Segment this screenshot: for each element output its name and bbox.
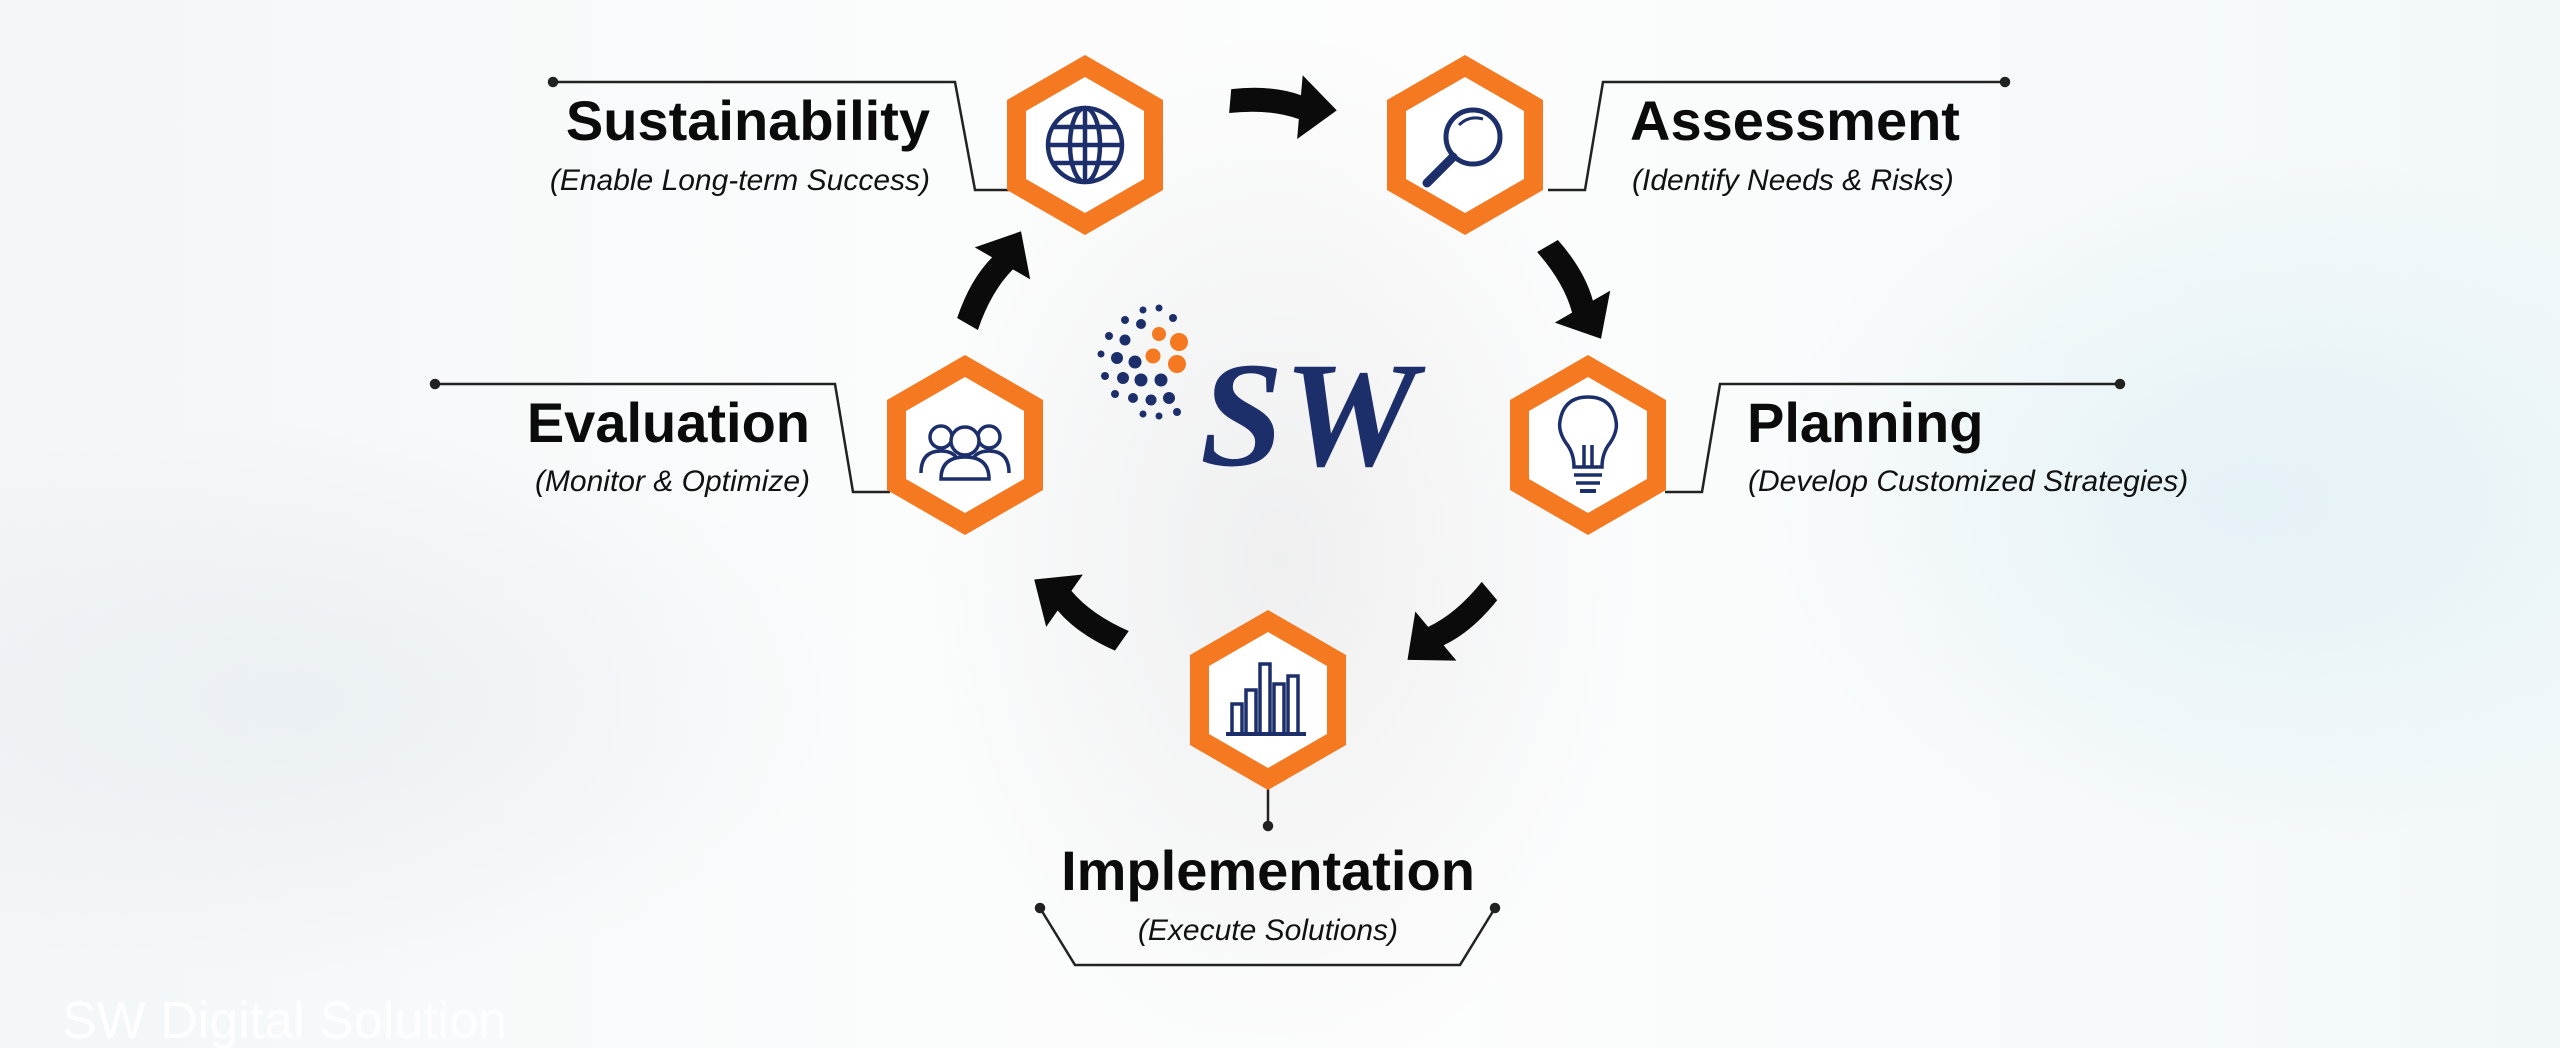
connector-dot-sustainability (547, 76, 559, 88)
label-implementation: Implementation (Execute Solutions) (1061, 839, 1475, 947)
connector-dot-assessment (1999, 76, 2011, 88)
logo-dots-icon (1097, 304, 1188, 420)
stage-subtitle-implementation: (Execute Solutions) (1138, 914, 1398, 947)
connector-implementation-bracket (1038, 907, 1497, 967)
connector-evaluation (435, 382, 890, 494)
hexagon-planning (1510, 355, 1666, 535)
hexagon-evaluation (887, 355, 1043, 535)
connector-dot-planning (2114, 378, 2126, 390)
stage-title-planning: Planning (1747, 391, 1983, 454)
arrow-evaluation-to-sustainability (957, 231, 1031, 330)
connector-dot-implementation (1262, 820, 1274, 832)
cycle-arrows (957, 75, 1611, 661)
hexagon-sustainability (1007, 55, 1163, 235)
label-evaluation: Evaluation (Monitor & Optimize) (527, 391, 810, 498)
connectors (429, 76, 2126, 967)
stage-title-implementation: Implementation (1061, 839, 1475, 902)
stage-title-sustainability: Sustainability (566, 89, 930, 152)
arrow-planning-to-implementation (1407, 581, 1498, 661)
sw-logo: SW (1097, 304, 1426, 498)
arrow-implementation-to-evaluation (1034, 574, 1129, 651)
connector-dot-implementation-left (1034, 902, 1046, 914)
hexagon-implementation (1190, 610, 1346, 790)
team-icon (919, 424, 1011, 481)
connector-dot-implementation-right (1489, 902, 1501, 914)
stage-title-assessment: Assessment (1630, 89, 1960, 152)
stage-subtitle-evaluation: (Monitor & Optimize) (535, 465, 810, 498)
connector-sustainability (553, 80, 1012, 192)
watermark-text: SW Digital Solution (62, 992, 507, 1048)
label-planning: Planning (Develop Customized Strategies) (1747, 391, 2188, 498)
globe-icon (1045, 105, 1125, 185)
arrow-assessment-to-planning (1537, 240, 1611, 339)
connector-planning (1665, 382, 2120, 494)
arrow-sustainability-to-assessment (1229, 75, 1337, 140)
stage-title-evaluation: Evaluation (527, 391, 810, 454)
label-sustainability: Sustainability (Enable Long-term Success… (550, 89, 930, 197)
stage-subtitle-sustainability: (Enable Long-term Success) (550, 164, 930, 197)
stage-subtitle-assessment: (Identify Needs & Risks) (1632, 164, 1954, 197)
logo-text: SW (1200, 332, 1426, 498)
stage-subtitle-planning: (Develop Customized Strategies) (1748, 465, 2188, 498)
lightbulb-icon (1557, 395, 1619, 493)
magnifier-icon (1422, 107, 1503, 188)
connector-dot-evaluation (429, 378, 441, 390)
hexagon-assessment (1387, 55, 1543, 235)
connector-assessment (1548, 80, 2005, 192)
label-assessment: Assessment (Identify Needs & Risks) (1630, 89, 1960, 197)
bar-chart-icon (1226, 662, 1306, 736)
